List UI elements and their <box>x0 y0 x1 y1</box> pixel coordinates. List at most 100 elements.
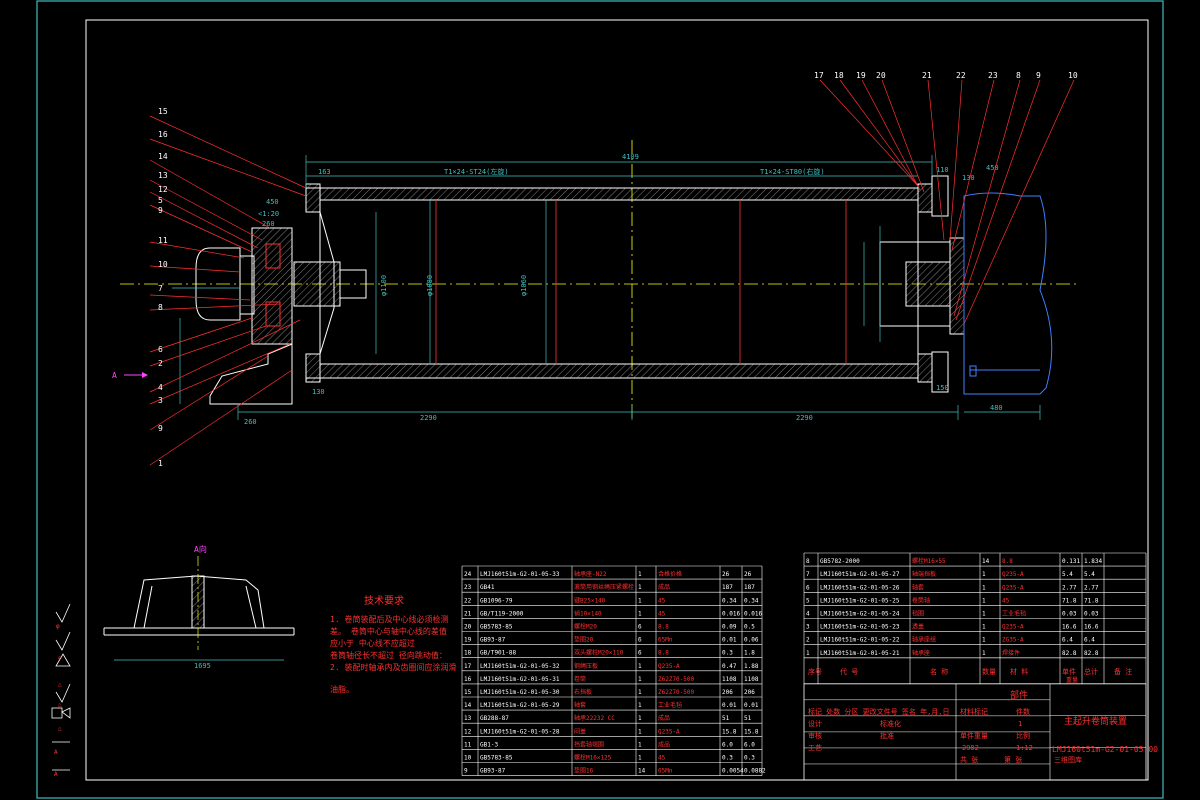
symbol-a-2: A <box>54 771 58 778</box>
dim-right-top: 110 <box>936 166 949 174</box>
bom-cell: 45 <box>658 610 666 617</box>
bom-cell: GB5783-85 <box>480 755 513 762</box>
bom-cell: 24 <box>464 571 472 578</box>
symbol-tri-1: △ <box>58 681 62 688</box>
svg-text:A: A <box>112 371 117 380</box>
sign-row: 设计 <box>808 719 822 728</box>
bom-cell: 45 <box>658 597 666 604</box>
bom-cell: 1 <box>638 663 642 670</box>
bom-header-cell: 总计 <box>1084 667 1098 676</box>
bom-cell: 8.8 <box>658 624 669 631</box>
bom-cell: 0.016 <box>744 610 762 617</box>
bom-cell: 1.88 <box>744 663 759 670</box>
bom-cell: 0.131 <box>1062 558 1080 565</box>
callout-16: 16 <box>158 130 168 139</box>
bom-cell: 6.0 <box>722 741 733 748</box>
bom-cell: Q235-A <box>658 663 680 670</box>
piece-label: 件数 <box>1016 707 1030 716</box>
callout-9: 9 <box>158 206 163 215</box>
bom-cell: Q235-A <box>1002 584 1024 591</box>
drum-body <box>293 175 965 393</box>
bom-cell: LMJ160t51m-G2-01-05-25 <box>820 597 900 604</box>
dim-1-20: <1:20 <box>258 210 279 218</box>
tech-req-line: 2. 装配时轴承内及齿圈间应涂润滑 <box>330 662 456 672</box>
bom-cell: GB5782-2000 <box>820 558 860 565</box>
bom-cell: 0.01 <box>722 702 737 709</box>
sign-row: 工艺 <box>808 744 822 752</box>
callout-12: 12 <box>158 185 168 194</box>
symbol-phi: φ <box>56 623 60 630</box>
symbol-tri-2: △ <box>58 701 62 708</box>
callout-18: 18 <box>834 71 844 80</box>
bom-cell: 15.8 <box>722 728 737 735</box>
bom-cell: 1 <box>982 584 986 591</box>
callout-15: 15 <box>158 107 168 116</box>
bom-cell: 透盖 <box>912 623 924 631</box>
bom-cell: 19 <box>464 637 472 644</box>
bom-cell: 3 <box>806 624 810 631</box>
callout-5: 5 <box>158 196 163 205</box>
bom-cell: 15.8 <box>744 728 759 735</box>
callout-8: 8 <box>158 303 163 312</box>
bom-cell: 轴承座组 <box>912 636 936 644</box>
tech-req-title: 技术要求 <box>364 594 404 607</box>
bom-header-cell: 名 称 <box>930 667 948 676</box>
callouts-left: 15 16 14 13 12 5 9 11 10 7 8 6 2 4 3 9 1 <box>158 107 168 468</box>
tech-req-line: 卷筒轴径长不超过 径向跳动值： <box>330 650 447 660</box>
bom-cell: 8.8 <box>1002 558 1013 565</box>
surface-symbol-labels: φ ⊘ △ △ △ A A <box>54 623 62 778</box>
bom-cell: 6 <box>638 637 642 644</box>
dim-left-260: 260 <box>262 220 275 228</box>
bom-cell: 1108 <box>744 676 759 683</box>
bom-cell: 工业毛毡 <box>1002 610 1026 618</box>
section-a-view <box>103 556 295 661</box>
callout-7: 7 <box>158 284 163 293</box>
bom-cell: GB/T901-88 <box>480 650 517 657</box>
bom-cell: 65Mn <box>658 637 673 644</box>
section-a-label: A向 <box>194 544 207 554</box>
bom-cell: 1 <box>982 624 986 631</box>
bom-cell: 1 <box>638 571 642 578</box>
bom-cell: 0.01 <box>722 637 737 644</box>
left-bearing-assembly <box>195 227 293 405</box>
bom-cell: 8 <box>806 558 810 565</box>
bom-cell: 6 <box>638 650 642 657</box>
bom-cell: 12 <box>464 728 472 735</box>
callout-leaders-left <box>149 115 307 466</box>
callout-21: 21 <box>922 71 932 80</box>
bom-cell: 187 <box>744 584 755 591</box>
bom-cell: 轴套 <box>912 583 924 591</box>
bom-cell: 15 <box>464 689 472 696</box>
bom-cell: 0.03 <box>1084 611 1099 618</box>
bom-cell: 45 <box>658 755 666 762</box>
bom-cell: 26 <box>744 571 752 578</box>
bom-cell: LMJ160t51m-G2-01-05-30 <box>480 689 560 696</box>
dim-right-thread: T1×24-ST80(右旋) <box>760 167 825 176</box>
callout-20: 20 <box>876 71 886 80</box>
bom-cell: 82.8 <box>1062 650 1077 657</box>
bom-cell: 14 <box>982 558 990 565</box>
bom-cell: 0.34 <box>744 597 759 604</box>
callout-leaders-top <box>819 79 1075 325</box>
bom-cell: 轴套 <box>574 701 586 709</box>
bom-cell: 0.06 <box>744 637 759 644</box>
sign-right: 批准 <box>880 731 894 740</box>
bom-cell: 滚筒用钢丝绳压紧螺栓 <box>574 583 634 591</box>
bom-cell: 20 <box>464 624 472 631</box>
drawing-number: LMJ160t51m-G2-01-05-00 <box>1052 745 1158 754</box>
dim-1695: 1695 <box>194 662 211 670</box>
bom-cell: 11 <box>464 741 472 748</box>
bom-cell: 82.8 <box>1084 650 1099 657</box>
bom-cell: 1 <box>982 611 986 618</box>
bom-header-cell: 材 料 <box>1010 667 1028 676</box>
quantity: 1 <box>1018 720 1022 728</box>
bom-cell: 6 <box>806 584 810 591</box>
bom-cell: 14 <box>464 702 472 709</box>
bom-cell: 187 <box>722 584 733 591</box>
bom-cell: 键B25×140 <box>574 596 606 604</box>
bom-cell: 轴承22232 CC <box>574 714 615 722</box>
bom-cell: 2 <box>806 637 810 644</box>
bom-cell: 1.8 <box>744 650 755 657</box>
